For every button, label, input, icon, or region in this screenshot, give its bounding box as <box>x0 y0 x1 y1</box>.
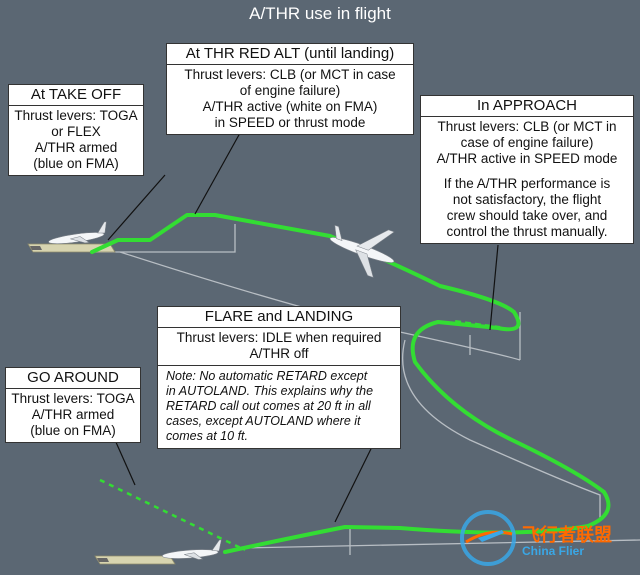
approach-heading: In APPROACH <box>421 96 633 117</box>
landing-airplane-icon <box>161 539 222 560</box>
flare-heading: FLARE and LANDING <box>158 307 400 328</box>
globe-plane-icon <box>460 510 516 566</box>
diagram-title: A/THR use in flight <box>249 4 391 23</box>
takeoff-callout: At TAKE OFF Thrust levers: TOGA or FLEX … <box>8 84 144 176</box>
takeoff-heading: At TAKE OFF <box>9 85 143 106</box>
go-around-dashed-path <box>99 478 246 552</box>
approach-line: case of engine failure) <box>460 135 594 150</box>
flare-line: A/THR off <box>249 346 309 361</box>
red-alt-callout: At THR RED ALT (until landing) Thrust le… <box>166 43 414 135</box>
go-around-line: (blue on FMA) <box>30 423 116 438</box>
flare-landing-callout: FLARE and LANDING Thrust levers: IDLE wh… <box>157 306 401 449</box>
flight-path-line <box>90 213 611 554</box>
watermark-en-text: China Flier <box>522 544 585 558</box>
takeoff-line: or FLEX <box>51 124 101 139</box>
approach-extra-line: crew should take over, and <box>446 208 608 223</box>
flare-note-line: comes at 10 ft. <box>166 429 248 443</box>
approach-line: A/THR active in SPEED mode <box>436 151 618 166</box>
flare-line: Thrust levers: IDLE when required <box>176 330 382 345</box>
go-around-callout: GO AROUND Thrust levers: TOGA A/THR arme… <box>5 367 141 443</box>
approach-extra-line: not satisfactory, the flight <box>452 192 602 207</box>
landing-runway <box>94 555 176 565</box>
red-alt-line: A/THR active (white on FMA) <box>202 99 378 114</box>
flare-note-line: cases, except AUTOLAND where it <box>166 414 361 428</box>
red-alt-line: Thrust levers: CLB (or MCT in case <box>184 67 396 82</box>
approach-callout: In APPROACH Thrust levers: CLB (or MCT i… <box>420 95 634 244</box>
callout-pointers <box>107 132 499 523</box>
approach-extra-line: control the thrust manually. <box>446 224 608 239</box>
inflight-airplane-icon <box>329 224 395 278</box>
takeoff-line: A/THR armed <box>34 140 118 155</box>
go-around-line: Thrust levers: TOGA <box>11 391 135 406</box>
approach-extra-line: If the A/THR performance is <box>443 176 611 191</box>
go-around-line: A/THR armed <box>31 407 115 422</box>
red-alt-heading: At THR RED ALT (until landing) <box>167 44 413 65</box>
takeoff-airplane-icon <box>48 221 107 244</box>
flare-note-line: Note: No automatic RETARD except <box>166 369 368 383</box>
flare-note: Note: No automatic RETARD except in AUTO… <box>158 366 400 448</box>
go-around-heading: GO AROUND <box>6 368 140 389</box>
watermark-logo: 飞行者联盟 China Flier <box>458 508 640 568</box>
red-alt-line: in SPEED or thrust mode <box>214 115 366 130</box>
approach-dashed-segment <box>454 320 501 330</box>
flare-note-line: RETARD call out comes at 20 ft in all <box>166 399 371 413</box>
takeoff-line: (blue on FMA) <box>33 156 119 171</box>
approach-line: Thrust levers: CLB (or MCT in <box>437 119 617 134</box>
watermark-cn-text: 飞行者联盟 <box>522 525 612 545</box>
flare-note-line: in AUTOLAND. This explains why the <box>166 384 374 398</box>
red-alt-line: of engine failure) <box>239 83 341 98</box>
takeoff-line: Thrust levers: TOGA <box>14 108 138 123</box>
